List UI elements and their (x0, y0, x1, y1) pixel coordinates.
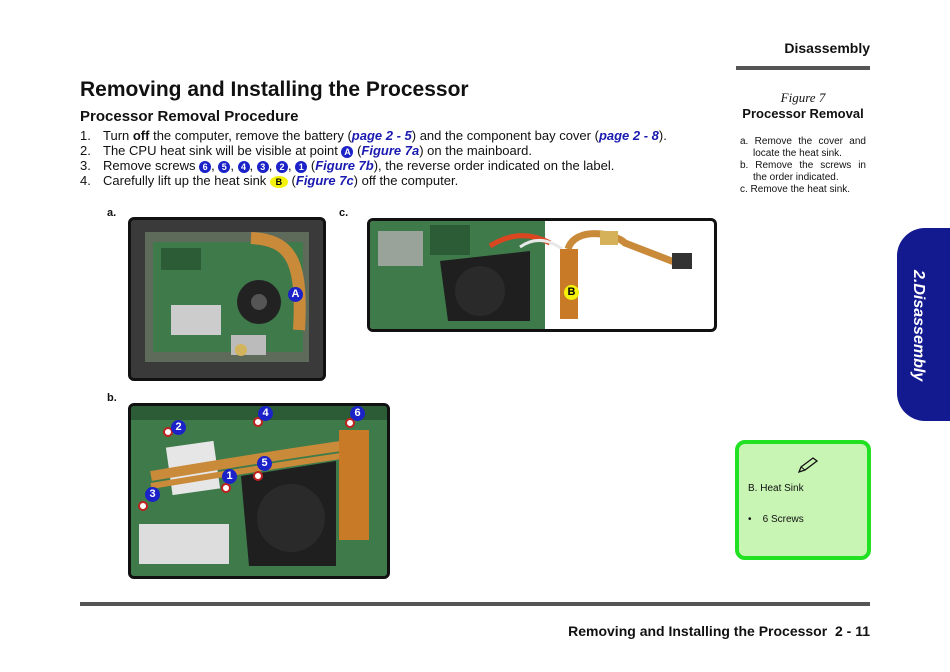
step-number: 3. (80, 158, 91, 173)
step-number: 1. (80, 128, 91, 143)
page-title: Removing and Installing the Processor (80, 78, 469, 101)
figure-caption: Figure 7 Processor Removal (736, 90, 870, 121)
footer-title: Removing and Installing the Processor (568, 623, 828, 639)
screw-callout-5: 5 (257, 456, 272, 471)
screw-badge: 3 (256, 160, 269, 173)
screw-callout-3: 3 (145, 487, 160, 502)
procedure-subtitle: Processor Removal Procedure (80, 108, 299, 125)
header-rule (736, 66, 870, 70)
figure-note: b. Remove the screws in the order indica… (740, 160, 866, 183)
screw-locations-illustration (131, 406, 387, 576)
screw-callout-1: 1 (222, 469, 237, 484)
step-bold: off (132, 128, 150, 143)
step-text: Carefully lift up the heat sink (103, 173, 270, 188)
callout-c: B (564, 285, 579, 300)
screw-badge: 4 (237, 160, 250, 173)
laptop-underside-illustration (131, 220, 323, 378)
note-line-screws: • 6 Screws (748, 514, 804, 525)
page-link[interactable]: page 2 - 5 (351, 128, 412, 143)
chapter-side-tab[interactable]: 2.Disassembly (897, 228, 950, 421)
footer-rule (80, 602, 870, 606)
figure-title: Processor Removal (742, 106, 864, 121)
photo-label-b: b. (107, 392, 117, 404)
figure-link[interactable]: Figure 7a (361, 143, 420, 158)
step-text: ( (353, 143, 362, 158)
figure-note: c. Remove the heat sink. (740, 184, 851, 195)
note-line-heat-sink: B. Heat Sink (748, 483, 804, 494)
photo-a: A (128, 217, 326, 381)
step-text: Remove screws (103, 158, 200, 173)
screw-badge: 5 (218, 160, 231, 173)
step-1: 1. Turn off the computer, remove the batt… (80, 128, 700, 143)
step-text: ( (307, 158, 316, 173)
step-2: 2. The CPU heat sink will be visible at p… (80, 143, 700, 158)
figure-link[interactable]: Figure 7b (315, 158, 374, 173)
step-3: 3.Remove screws 6, 5, 4, 3, 2, 1 (Figure… (80, 158, 615, 173)
figure-note: a. Remove the cover and locate the heat … (740, 136, 866, 159)
step-4: 4. Carefully lift up the heat sink B (Fig… (80, 173, 700, 188)
step-text: ( (287, 173, 296, 188)
step-text: ), the reverse order indicated on the la… (373, 158, 615, 173)
figure-link[interactable]: Figure 7c (295, 173, 354, 188)
step-text: ) off the computer. (353, 173, 459, 188)
figure-number: Figure 7 (780, 90, 826, 105)
photo-c: B (367, 218, 717, 332)
callout-badge: A (341, 145, 354, 158)
page-link[interactable]: page 2 - 8 (598, 128, 659, 143)
heat-sink-lift-illustration (370, 221, 692, 329)
step-text: the computer, remove the battery ( (149, 128, 352, 143)
step-text: The CPU heat sink will be visible at poi… (103, 143, 342, 158)
bullet: • (748, 514, 752, 525)
callout-badge: B (269, 175, 288, 188)
photo-b: 1 2 3 4 5 6 (128, 403, 390, 579)
pencil-icon (797, 457, 819, 474)
screw-badge: 6 (199, 160, 212, 173)
page-footer: Removing and Installing the Processor 2 … (568, 623, 870, 639)
photo-label-a: a. (107, 207, 117, 219)
step-text: ). (658, 128, 667, 143)
figure-notes: a. Remove the cover and locate the heat … (740, 136, 866, 196)
screw-callout-2: 2 (171, 420, 186, 435)
procedure-steps: 1. Turn off the computer, remove the batt… (80, 128, 700, 188)
step-text: ) and the component bay cover ( (411, 128, 599, 143)
step-text: Turn (103, 128, 133, 143)
section-header: Disassembly (784, 40, 870, 56)
screw-callout-4: 4 (258, 406, 273, 421)
step-number: 4. (80, 173, 91, 188)
screw-badge: 1 (295, 160, 308, 173)
note-screws-text: 6 Screws (762, 514, 804, 525)
photo-label-c: c. (339, 207, 349, 219)
callout-a: A (288, 287, 303, 302)
screw-callout-6: 6 (350, 406, 365, 421)
note-box: B. Heat Sink • 6 Screws (735, 440, 871, 560)
chapter-side-tab-label: 2.Disassembly (910, 270, 927, 382)
screw-badge: 2 (276, 160, 289, 173)
step-number: 2. (80, 143, 91, 158)
page-number: 2 - 11 (834, 623, 870, 639)
step-text: ) on the mainboard. (419, 143, 532, 158)
